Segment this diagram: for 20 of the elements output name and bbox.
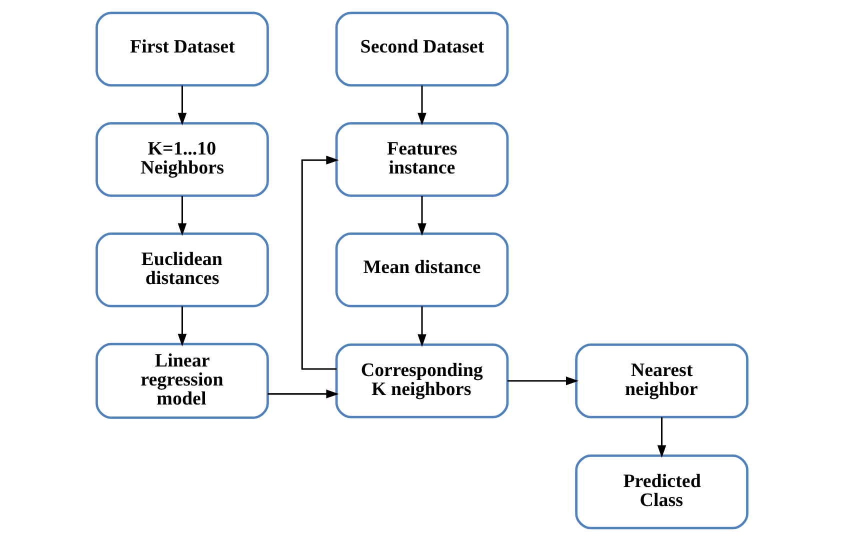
node-box: K=1...10 Neighbors (95, 122, 268, 197)
arrow (417, 196, 426, 236)
arrow (267, 390, 338, 398)
arrow (177, 196, 186, 236)
node-box: Euclidean distances (95, 232, 268, 308)
node-box: Second Dataset (334, 12, 508, 86)
arrow (656, 417, 666, 458)
node-box: Mean distance (334, 232, 508, 308)
node-box: Nearest neighbor (574, 344, 748, 418)
node-box: Features instance (334, 122, 508, 197)
node-box: Corresponding K neighbors (334, 344, 508, 418)
arrow (177, 306, 186, 346)
arrow (507, 376, 578, 386)
node-box: First Dataset (95, 12, 268, 86)
node-box: Linear regression model (95, 342, 268, 419)
node-box: Predicted Class (574, 454, 748, 530)
arrow (177, 86, 186, 126)
arrow (300, 156, 338, 370)
arrow (417, 86, 426, 126)
arrow (417, 306, 426, 347)
